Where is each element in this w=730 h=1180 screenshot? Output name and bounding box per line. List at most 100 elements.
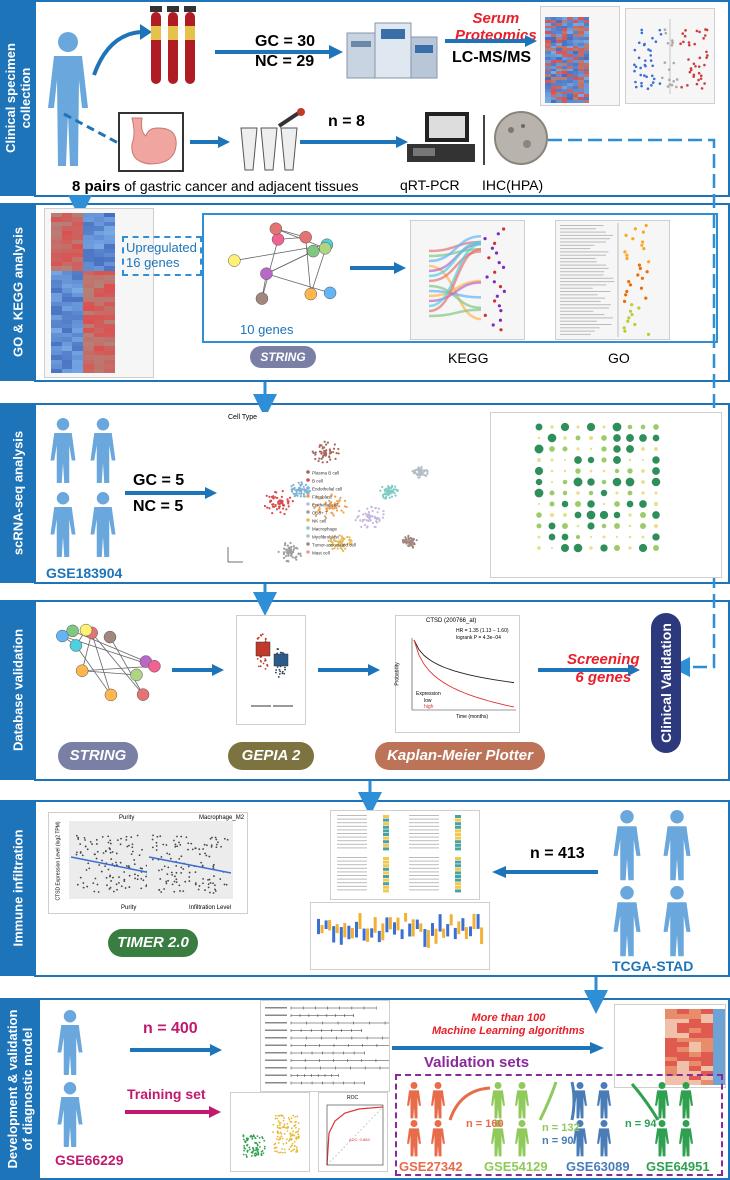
heatmap-cell xyxy=(567,25,573,29)
data-point xyxy=(498,318,503,322)
data-point xyxy=(654,40,658,44)
cell-point xyxy=(381,495,385,498)
gse27342-label: GSE27342 xyxy=(399,1159,463,1174)
heatmap-cell xyxy=(665,1070,677,1076)
data-point xyxy=(293,1145,296,1148)
heatmap-cell xyxy=(556,91,562,95)
heatmap-cell xyxy=(677,1051,689,1057)
cell-point xyxy=(320,457,323,460)
pcr-machine-icon xyxy=(407,112,475,162)
cell-point xyxy=(271,511,274,515)
data-point xyxy=(94,877,97,880)
heatmap-cell xyxy=(93,244,105,249)
person-head xyxy=(518,1120,526,1127)
data-point xyxy=(142,879,145,882)
panel-database xyxy=(34,600,730,781)
n8-label: n = 8 xyxy=(328,113,365,130)
data-point xyxy=(575,435,581,441)
data-point xyxy=(494,251,499,255)
heatmap-cell xyxy=(72,324,83,329)
heatmap-cell xyxy=(104,324,115,329)
network-node xyxy=(104,688,118,702)
data-point xyxy=(575,468,581,474)
heatmap-cell xyxy=(677,1018,689,1024)
data-point xyxy=(702,37,705,40)
data-point xyxy=(298,1128,300,1130)
heatmap-cell xyxy=(104,319,115,325)
heatmap-cell xyxy=(701,1032,713,1038)
data-point xyxy=(652,434,660,442)
data-point xyxy=(187,848,189,851)
network-node xyxy=(79,623,93,637)
data-point xyxy=(85,869,88,871)
network-node xyxy=(69,639,83,652)
box xyxy=(469,926,472,937)
data-point xyxy=(688,70,692,74)
n132-label: n = 132 xyxy=(542,1122,580,1134)
heatmap-cell xyxy=(665,1047,677,1052)
box xyxy=(324,920,328,930)
row-label xyxy=(409,815,439,816)
cell-point xyxy=(318,445,321,448)
data-point xyxy=(279,1131,282,1134)
cell-point xyxy=(321,456,324,459)
heatmap-cell xyxy=(561,85,567,89)
heatmap-cell xyxy=(701,1080,713,1085)
legend-label: Myofibroblast xyxy=(312,535,340,540)
data-point xyxy=(640,424,646,430)
data-point xyxy=(285,1142,288,1144)
box xyxy=(370,928,374,938)
person-body xyxy=(515,1090,529,1119)
heatmap-cell xyxy=(561,19,567,23)
cell-point xyxy=(296,489,300,492)
heatmap-cell xyxy=(72,257,83,262)
heatmap-cell xyxy=(72,275,83,280)
heatmap-cell xyxy=(104,244,115,249)
heatmap-cell xyxy=(561,59,567,63)
data-point xyxy=(613,511,621,519)
data-point xyxy=(123,871,126,873)
data-point xyxy=(290,1117,293,1120)
data-point xyxy=(207,886,210,889)
cell-point xyxy=(291,550,294,554)
heatmap-cell xyxy=(578,74,584,78)
data-point xyxy=(274,1142,277,1145)
data-point xyxy=(645,270,649,274)
heatmap-cell xyxy=(51,239,62,245)
heatmap-cell xyxy=(556,77,562,80)
data-point xyxy=(697,71,701,75)
data-point xyxy=(277,1141,280,1144)
data-point xyxy=(115,883,118,886)
data-point xyxy=(110,880,112,882)
heatmap-cell xyxy=(104,301,115,307)
heatmap-cell xyxy=(61,270,73,276)
data-point xyxy=(253,1135,256,1138)
cell-point xyxy=(277,550,280,554)
heatmap-cell xyxy=(93,310,105,316)
heatmap-cell xyxy=(561,100,567,103)
data-point xyxy=(194,871,197,874)
heatmap-cell xyxy=(455,885,461,889)
data-point xyxy=(289,1132,292,1135)
data-point xyxy=(499,309,503,313)
data-point xyxy=(284,1151,287,1154)
category-label xyxy=(560,281,615,283)
heatmap-cell xyxy=(578,19,584,23)
heatmap-cell xyxy=(72,297,83,302)
data-point xyxy=(261,1150,264,1152)
heatmap-cell xyxy=(545,74,551,78)
cell-point xyxy=(348,541,351,544)
data-point xyxy=(612,477,622,487)
section-label-model: Development & validation of diagnostic m… xyxy=(0,998,40,1180)
cell-point xyxy=(391,484,394,487)
arrow-graphic xyxy=(125,487,217,499)
section-label-scrnaseq: scRNA-seq analysis xyxy=(0,403,36,583)
row-label xyxy=(409,840,439,842)
data-point xyxy=(490,246,494,250)
data-point xyxy=(179,890,181,892)
row-label xyxy=(409,843,439,845)
row-label xyxy=(409,867,439,869)
cell-point xyxy=(377,507,380,510)
heatmap-cell xyxy=(567,48,573,52)
heatmap-cell xyxy=(567,74,573,78)
